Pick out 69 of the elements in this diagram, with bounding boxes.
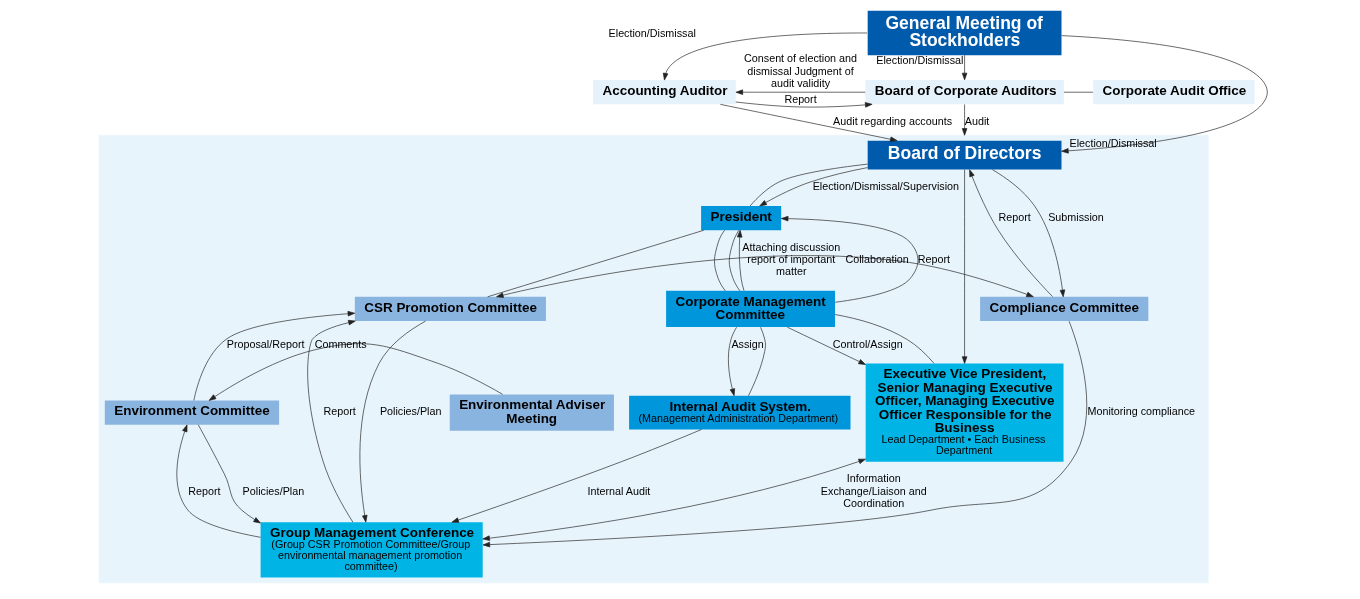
arrow bbox=[961, 104, 967, 136]
arrow bbox=[961, 54, 967, 81]
edge-label: Election/Dismissal bbox=[608, 27, 696, 40]
node-box: General Meeting of Stockholders bbox=[867, 10, 1061, 56]
edge-label: Election/Dismissal bbox=[875, 54, 963, 67]
arrow bbox=[482, 320, 1087, 548]
node-box: CSR Promotion Committee bbox=[354, 296, 546, 322]
arrow bbox=[780, 215, 918, 303]
arrow bbox=[208, 343, 503, 401]
edge-label: Audit regarding accounts bbox=[832, 115, 952, 128]
connector bbox=[834, 314, 934, 364]
edge-label: Submission bbox=[1047, 210, 1104, 223]
arrow bbox=[662, 32, 867, 81]
edge-label: Information Exchange/Liaison and Coordination bbox=[820, 472, 927, 509]
edge-label: Report bbox=[917, 253, 950, 266]
edge-label: Control/Assign bbox=[832, 337, 903, 350]
node-box: Corporate Management Committee bbox=[665, 290, 835, 328]
arrow bbox=[495, 255, 1034, 298]
edge-label: Report bbox=[187, 484, 221, 497]
edge-label: Attaching discussion report of important matter bbox=[741, 240, 840, 278]
arrow bbox=[786, 326, 866, 365]
arrow bbox=[735, 89, 866, 95]
arrow bbox=[176, 424, 261, 538]
edge-label: Report bbox=[323, 405, 356, 418]
arrow bbox=[961, 169, 967, 364]
arrow bbox=[1060, 35, 1268, 154]
node-box: President bbox=[700, 205, 781, 231]
arrow bbox=[359, 320, 426, 523]
node-box: Board of Directors bbox=[867, 140, 1061, 170]
edge-label: Proposal/Report bbox=[226, 337, 304, 350]
connector bbox=[713, 229, 726, 292]
node-box: Compliance Committee bbox=[979, 296, 1148, 322]
arrow bbox=[197, 424, 261, 524]
connector bbox=[486, 229, 704, 298]
edge-label: Assign bbox=[730, 337, 764, 350]
connector bbox=[728, 229, 740, 292]
edge-label: Report bbox=[783, 92, 817, 105]
node-box: Corporate Audit Office bbox=[1092, 80, 1255, 105]
edge-label: Audit bbox=[964, 115, 989, 128]
edge-label: Monitoring compliance bbox=[1086, 405, 1195, 418]
arrow bbox=[968, 169, 1053, 297]
arrow bbox=[991, 169, 1065, 298]
node-box: Board of Corporate Auditors bbox=[864, 80, 1064, 105]
connector bbox=[747, 326, 766, 397]
arrow bbox=[306, 319, 356, 523]
node-box: Internal Audit System. (Management Administration Department) bbox=[628, 395, 850, 430]
arrow bbox=[727, 326, 737, 397]
arrow bbox=[758, 167, 868, 207]
node-box: Group Management Conference (Group CSR Promotion Committee/Group environmental management promotion committee) bbox=[260, 522, 483, 578]
arrow bbox=[719, 104, 897, 142]
node-box: Executive Vice President, Senior Managing Executive Officer, Managing Executive Officer Responsible for the Business Lead Department • Each Business Department bbox=[865, 363, 1064, 462]
edge-label: Policies/Plan bbox=[379, 405, 441, 418]
arrow bbox=[736, 229, 744, 291]
edge-label: Report bbox=[998, 210, 1031, 223]
node-box: Accounting Auditor bbox=[592, 80, 736, 105]
arrow bbox=[734, 101, 872, 108]
edge-label: Comments bbox=[314, 337, 367, 350]
edge-label: Consent of election and dismissal Judgment of audit validity bbox=[743, 52, 857, 89]
edge-label: Collaboration bbox=[844, 253, 909, 266]
edge-label: Internal Audit bbox=[587, 484, 650, 497]
node-box: Environment Committee bbox=[104, 400, 279, 425]
edge-label: Election/Dismissal/Supervision bbox=[812, 180, 959, 193]
edge-label: Election/Dismissal bbox=[1069, 137, 1157, 150]
arrow bbox=[193, 311, 355, 401]
connector bbox=[749, 163, 868, 207]
edge-label: Policies/Plan bbox=[242, 484, 304, 497]
arrow bbox=[481, 458, 866, 541]
node-box: Environmental Adviser Meeting bbox=[449, 394, 614, 431]
arrow bbox=[451, 429, 702, 523]
